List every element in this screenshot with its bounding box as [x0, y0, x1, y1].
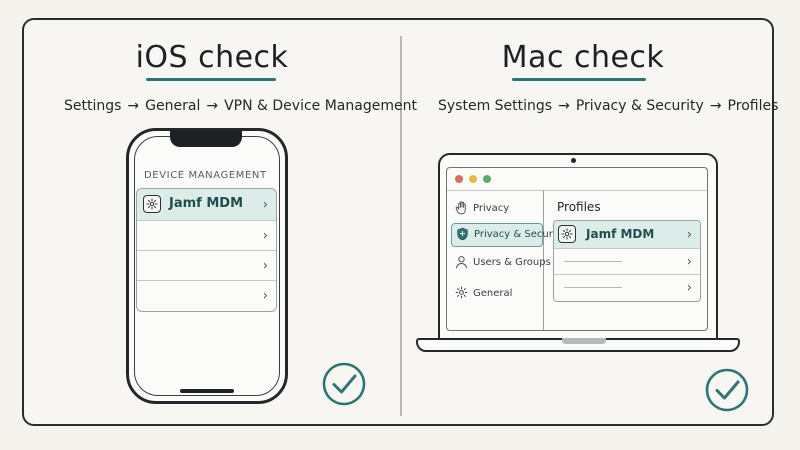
gear-icon [558, 225, 576, 243]
arrow-icon: → [558, 98, 570, 114]
mac-path-step: System Settings [438, 98, 553, 114]
sidebar-item-users-groups[interactable]: Users & Groups [451, 252, 551, 274]
ios-path-step: VPN & Device Management [224, 98, 417, 114]
zoom-window-button[interactable] [483, 175, 491, 183]
chevron-right-icon: › [262, 258, 268, 273]
ios-row-label: Jamf MDM [169, 196, 244, 211]
minimize-window-button[interactable] [469, 175, 477, 183]
chevron-right-icon: › [686, 280, 692, 296]
chevron-right-icon: › [686, 254, 692, 269]
macbook-base-notch [562, 338, 606, 344]
sidebar-item-label: Users & Groups [473, 257, 551, 268]
user-icon [455, 255, 468, 272]
ios-title-underline [146, 78, 276, 81]
chevron-right-icon: › [262, 288, 268, 304]
mac-title: Mac check [501, 40, 665, 75]
ios-title: iOS check [135, 40, 289, 75]
checkmark-circle-icon [322, 362, 366, 406]
ios-path-step: General [145, 98, 201, 114]
mac-title-underline [512, 78, 646, 81]
mac-path-step: Profiles [727, 98, 779, 114]
sidebar-item-label: Privacy & Security [474, 229, 566, 240]
arrow-icon: → [127, 98, 140, 114]
ios-row-jamf-mdm[interactable]: Jamf MDM › [137, 189, 276, 221]
ios-device-management-list: Jamf MDM › › › › [136, 188, 277, 312]
chevron-right-icon: › [262, 197, 268, 212]
sidebar-item-privacy[interactable]: Privacy [451, 198, 539, 220]
ios-path-step: Settings [64, 98, 122, 114]
sidebar-item-general[interactable]: General [451, 283, 539, 305]
ios-row-empty[interactable]: › [137, 281, 276, 311]
arrow-icon: → [709, 98, 722, 114]
chevron-right-icon: › [262, 228, 268, 243]
settings-sidebar: Privacy Privacy & Security Users & Group… [447, 190, 565, 330]
chevron-right-icon: › [686, 227, 692, 242]
phone-notch [170, 131, 242, 147]
mac-path-step: Privacy & Security [575, 98, 704, 114]
ios-row-empty[interactable]: › [137, 251, 276, 281]
shield-icon [456, 227, 469, 244]
sidebar-item-label: General [473, 288, 513, 299]
camera-dot [571, 158, 576, 163]
placeholder-line [564, 287, 622, 288]
phone-home-indicator [180, 389, 234, 393]
arrow-icon: → [206, 98, 219, 114]
sidebar-item-privacy-security[interactable]: Privacy & Security [451, 223, 565, 247]
profile-row-empty[interactable]: › [554, 249, 700, 275]
profile-row-empty[interactable]: › [554, 275, 700, 301]
window-titlebar [447, 168, 707, 191]
ios-section-label: Device Management [144, 170, 267, 181]
placeholder-line [564, 261, 622, 262]
checkmark-circle-icon [705, 368, 749, 412]
close-window-button[interactable] [455, 175, 463, 183]
gear-icon [455, 286, 468, 302]
hand-icon [455, 201, 468, 218]
sidebar-item-label: Privacy [473, 203, 510, 214]
ios-row-empty[interactable]: › [137, 221, 276, 251]
profile-row-jamf-mdm[interactable]: Jamf MDM › [554, 221, 700, 249]
profiles-list: Jamf MDM › › › [553, 220, 701, 302]
mac-settings-path: System Settings → Privacy & Security → Profi… [438, 98, 778, 114]
ios-settings-path: Settings → General → VPN & Device Management [64, 98, 417, 114]
profiles-pane-title: Profiles [557, 200, 601, 214]
center-divider [400, 36, 402, 416]
gear-icon [143, 195, 161, 213]
system-settings-window: Privacy Privacy & Security Users & Group… [446, 167, 708, 331]
profile-row-label: Jamf MDM [586, 227, 655, 241]
